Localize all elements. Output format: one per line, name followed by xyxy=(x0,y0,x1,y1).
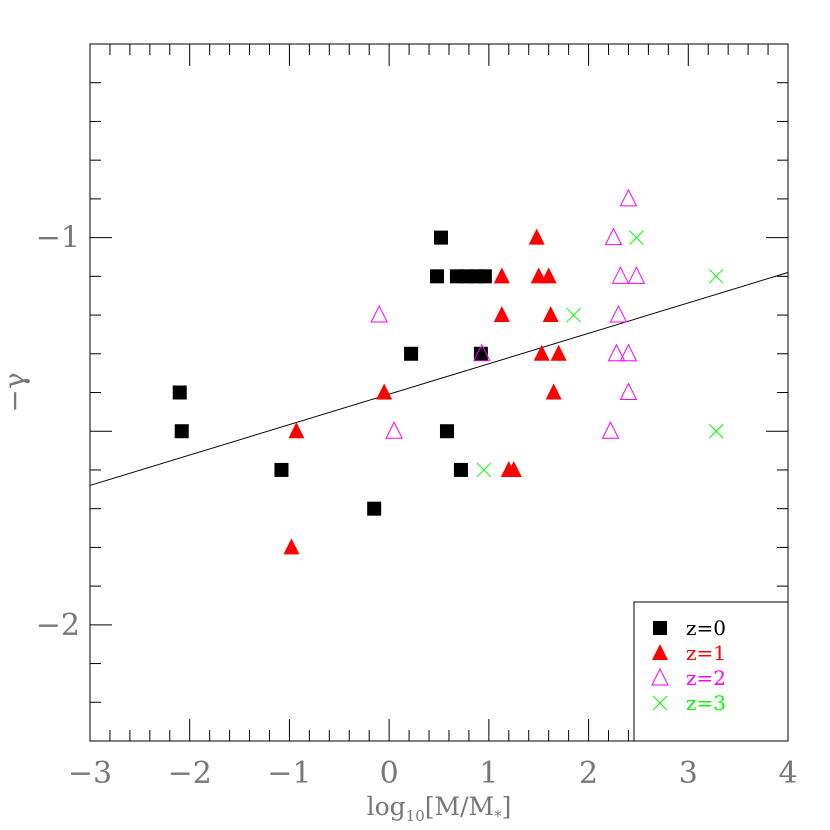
data-point xyxy=(566,307,581,323)
series-z-0 xyxy=(172,230,492,516)
data-point xyxy=(473,346,488,361)
data-point xyxy=(433,230,448,245)
tick-labels: −3 −2 −1 0 1 2 3 4 −1 −2 xyxy=(36,221,798,791)
x-tick-label: 3 xyxy=(679,756,698,791)
data-point xyxy=(629,230,644,245)
x-axis-label-close: ] xyxy=(502,792,512,821)
data-point xyxy=(274,462,289,477)
data-point xyxy=(367,501,382,516)
data-point xyxy=(708,268,724,284)
legend-label: z=1 xyxy=(686,641,726,665)
data-point xyxy=(385,421,403,439)
x-tick-label: −1 xyxy=(267,756,311,791)
data-point xyxy=(493,306,510,323)
x-axis-label: log10[M/M*] xyxy=(367,792,512,825)
data-point xyxy=(376,383,393,400)
data-point xyxy=(533,344,550,361)
plot-frame xyxy=(89,43,789,742)
data-point xyxy=(505,460,522,477)
data-point xyxy=(619,188,638,207)
data-point xyxy=(542,306,559,323)
data-point xyxy=(611,266,630,284)
legend-label: z=0 xyxy=(686,616,726,640)
y-axis-label: −γ xyxy=(0,372,31,412)
data-point xyxy=(545,383,562,400)
x-axis-label-bracket: [M/M xyxy=(425,792,494,821)
data-point xyxy=(288,422,305,439)
data-point xyxy=(627,266,646,284)
data-point xyxy=(174,424,189,439)
data-point xyxy=(476,462,492,478)
legend-marker xyxy=(653,621,667,635)
legend-marker xyxy=(651,667,669,686)
data-point xyxy=(607,343,626,362)
x-tick-label: 2 xyxy=(579,756,598,791)
data-point xyxy=(404,346,419,361)
data-point xyxy=(550,344,567,361)
data-point xyxy=(473,343,491,362)
data-point xyxy=(609,304,628,323)
x-tick-label: 4 xyxy=(778,756,797,791)
data-point xyxy=(439,424,454,439)
fit-line xyxy=(89,271,789,486)
data-point xyxy=(172,385,187,400)
x-tick-label: 1 xyxy=(479,756,498,791)
x-tick-label: −2 xyxy=(168,756,212,791)
data-point xyxy=(453,462,468,477)
data-point xyxy=(540,267,557,284)
data-point xyxy=(528,228,545,245)
data-point xyxy=(430,269,445,284)
data-point xyxy=(619,382,638,400)
data-point xyxy=(619,343,638,362)
legend-marker xyxy=(652,644,668,660)
data-point xyxy=(708,423,724,439)
data-point xyxy=(493,267,510,284)
data-point xyxy=(601,421,620,439)
data-point xyxy=(604,227,623,246)
series-z-2 xyxy=(370,188,646,439)
x-axis-label-star: * xyxy=(494,807,502,825)
legend-marker xyxy=(652,695,668,711)
data-point xyxy=(370,304,388,323)
legend: z=0z=1z=2z=3 xyxy=(633,601,789,742)
legend-label: z=3 xyxy=(686,691,726,715)
data-point xyxy=(283,538,300,555)
x-tick-label: −3 xyxy=(68,756,112,791)
series-z-3 xyxy=(476,230,724,478)
y-tick-label: −1 xyxy=(36,221,80,256)
data-points xyxy=(172,188,724,555)
series-z-1 xyxy=(283,228,567,555)
data-point xyxy=(477,269,492,284)
x-axis-label-base: log xyxy=(367,792,406,821)
legend-label: z=2 xyxy=(686,666,726,690)
x-tick-label: 0 xyxy=(380,756,399,791)
y-tick-label: −2 xyxy=(36,608,80,643)
x-axis-label-sub: 10 xyxy=(406,807,425,825)
